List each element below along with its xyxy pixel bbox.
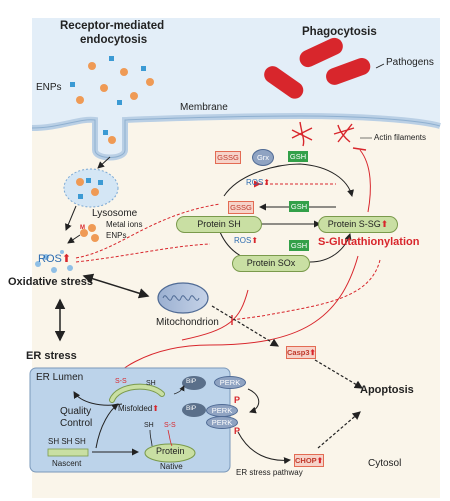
protein-sox-node: Protein SOx — [232, 255, 310, 272]
ss-misfold-label: S-S — [115, 378, 127, 385]
pathogens-icon — [264, 37, 371, 99]
er-stress-label: ER stress — [26, 350, 77, 362]
p-1-label: P — [234, 395, 241, 405]
ros-1-label: ROS⬆ — [246, 178, 271, 187]
gsh-low-box: GSH — [289, 240, 309, 251]
control-label: Control — [60, 418, 93, 429]
lysosome-label: Lysosome — [92, 208, 138, 219]
gsh-mid-box: GSH — [289, 201, 309, 212]
perk-3-node: PERK — [206, 416, 238, 429]
membrane-label: Membrane — [180, 102, 228, 113]
nascent-label: Nascent — [52, 459, 82, 468]
gsh-top-box: GSH — [288, 151, 308, 162]
sh-misfold-label: SH — [146, 380, 156, 387]
chop-box: CHOP⬆ — [294, 454, 324, 467]
endocytosis-label: endocytosis — [80, 34, 148, 46]
protein-ssg-node: Protein S-SG⬆ — [318, 216, 398, 233]
p-2-label: P — [234, 426, 241, 436]
sh-native-label: SH — [144, 422, 154, 429]
metal-ions-label: Metal ions — [106, 220, 143, 229]
quality-label: Quality — [60, 406, 92, 417]
receptor-mediated-label: Receptor-mediated — [60, 20, 165, 32]
enps-small-label: ENPs — [106, 231, 127, 240]
protein-native-label: Protein — [156, 446, 185, 456]
actin-filaments-label: Actin filaments — [374, 133, 427, 142]
actin-filaments-icon — [291, 121, 355, 147]
enps-label: ENPs — [36, 82, 62, 93]
enp-particles — [70, 56, 154, 144]
mitochondrion-label: Mitochondrion — [156, 317, 219, 328]
native-label: Native — [160, 462, 183, 471]
ros-burst-icon — [35, 250, 73, 273]
er-lumen-label: ER Lumen — [36, 372, 84, 383]
mitochondrion-icon — [157, 282, 209, 314]
ss-native-label: S-S — [164, 422, 176, 429]
cytosol-label: Cytosol — [368, 458, 402, 469]
oxidative-stress-label: Oxidative stress — [8, 276, 93, 288]
bip-2-label: BiP — [186, 405, 197, 412]
er-stress-pathway-label: ER stress pathway — [236, 468, 303, 477]
protein-sh-node: Protein SH — [176, 216, 262, 233]
gssg-top-box: GSSG — [215, 151, 241, 164]
ros-main-label: ROS⬆ — [38, 253, 72, 265]
misfolded-label: Misfolded⬆ — [118, 404, 159, 413]
casp3-box: Casp3⬆ — [286, 346, 316, 359]
sh-nascent-label: SH SH SH — [48, 437, 86, 446]
apoptosis-label: Apoptosis — [360, 384, 414, 396]
perk-1-node: PERK — [214, 376, 246, 389]
metal-m-label: M — [80, 225, 85, 231]
ros-2-label: ROS⬆ — [234, 236, 259, 245]
bip-1-label: BiP — [186, 378, 197, 385]
s-glutathionylation-label: S-Glutathionylation — [318, 236, 420, 248]
gssg-mid-box: GSSG — [228, 201, 254, 214]
lysosome-icon — [63, 168, 119, 208]
grx-oval: Grx — [252, 149, 274, 166]
phagocytosis-label: Phagocytosis — [302, 26, 377, 38]
pathogens-label: Pathogens — [386, 57, 434, 68]
